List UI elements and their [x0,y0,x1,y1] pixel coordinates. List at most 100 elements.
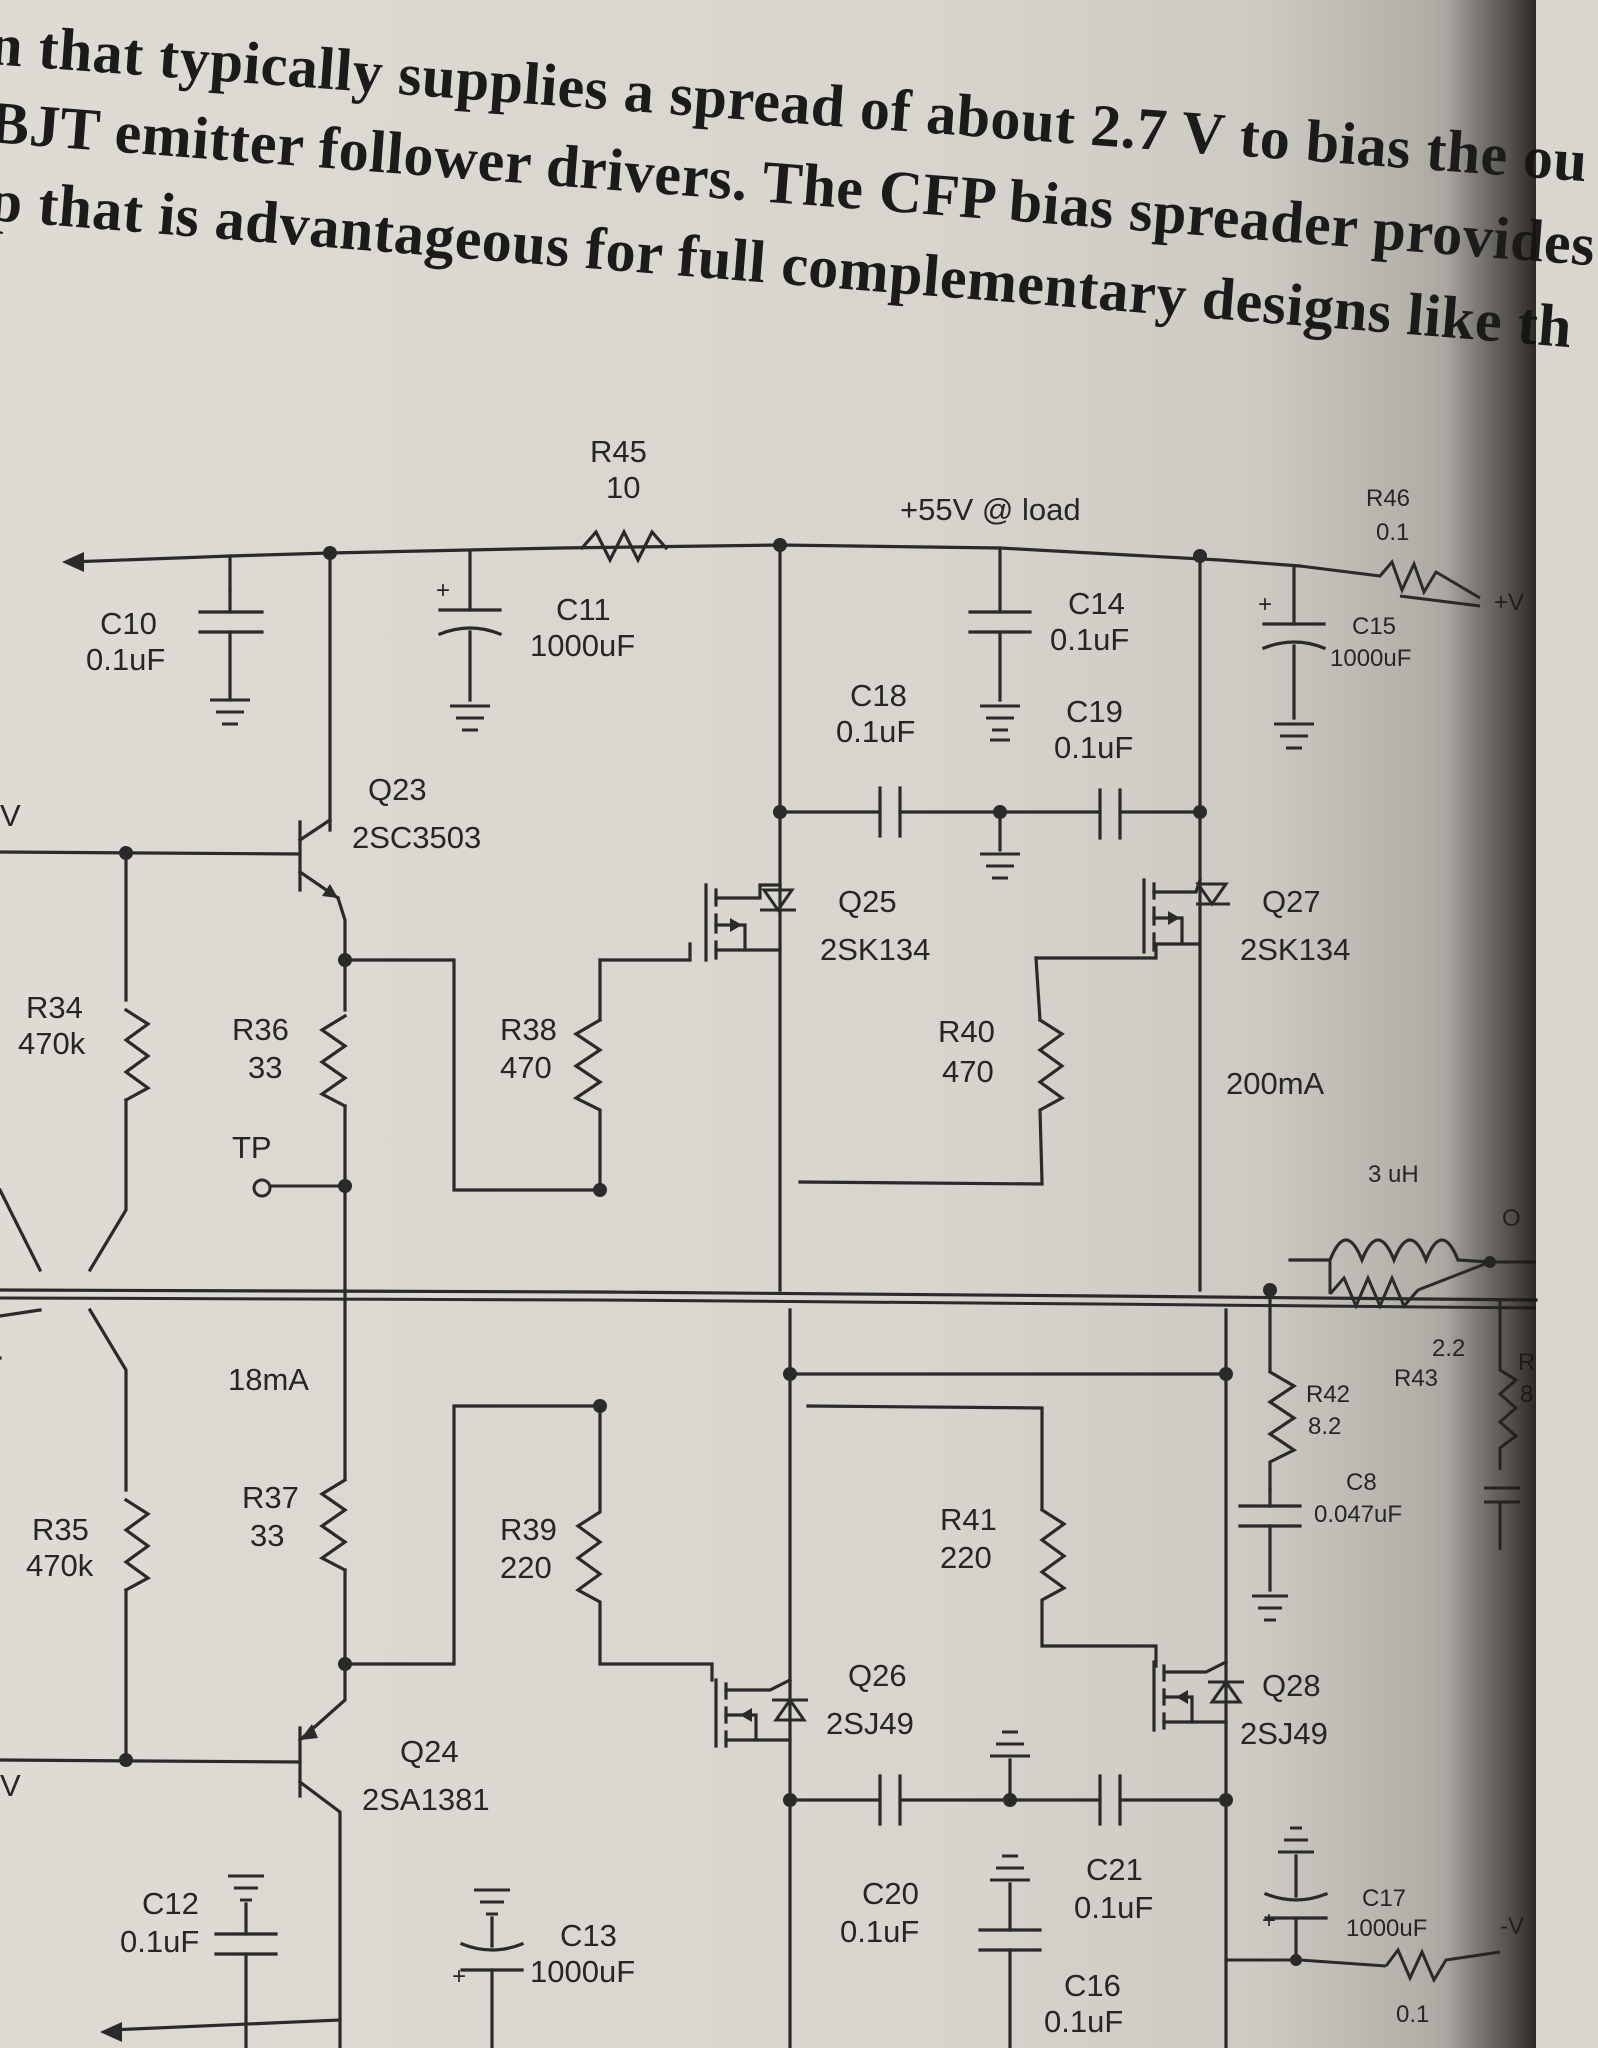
c14-name: C14 [1068,586,1125,621]
c20-name: C20 [862,1876,919,1911]
r38-value: 470 [500,1050,552,1085]
c18-capacitor [878,786,902,838]
ground-icon [474,1888,510,1916]
zobel-r-value: 8 [1520,1381,1533,1408]
ground-icon [228,1874,264,1902]
left-node-label-top: V [0,798,21,833]
c18-name: C18 [850,678,907,713]
c16-name: C16 [1064,1968,1121,2003]
q23-transistor-icon [297,817,347,962]
c13-value: 1000uF [530,1954,635,1989]
q25-mosfet-icon [704,883,796,962]
zobel-r-name: R [1518,1349,1535,1376]
test-point-icon [252,1178,272,1198]
c15-plus-sign: + [1258,591,1272,618]
r38-name: R38 [500,1012,557,1047]
c17-value: 1000uF [1346,1915,1427,1942]
q27-name: Q27 [1262,884,1321,919]
supply-label: +55V @ load [900,492,1081,527]
c11-plus-sign: + [436,577,450,604]
r41-top-line [806,1404,1044,1510]
c8-value: 0.047uF [1314,1501,1402,1528]
r40-bottom-line [798,1180,1044,1186]
c11-name: C11 [556,592,611,627]
r36-resistor [318,1013,348,1109]
c17-plus-sign: + [1262,1907,1276,1934]
q23-part: 2SC3503 [352,820,481,855]
r39-name: R39 [500,1512,557,1547]
c15-name: C15 [1352,613,1396,640]
left-crossover-lead [0,1187,43,1273]
r40-name: R40 [938,1014,995,1049]
rail-right-bottom-label: -V [1500,1913,1524,1940]
r45-value: 10 [606,470,640,505]
rail-right-label: +V [1494,589,1524,616]
q28-part: 2SJ49 [1240,1716,1328,1751]
r45-name: R45 [590,434,647,469]
q24-transistor-icon [297,1662,347,2048]
c16-value: 0.1uF [1044,2004,1123,2039]
ground-bus [0,1288,1538,1310]
c20-value: 0.1uF [840,1914,919,1949]
c12-value: 0.1uF [120,1924,199,1959]
c15-value: 1000uF [1330,645,1411,672]
r46-name: R46 [1366,485,1410,512]
amplifier-output-stage-schematic: C10 0.1uF + C11 1000uF R45 10 Q23 2SC350… [0,434,1538,2048]
q27-gate-lead [1034,942,1158,960]
c8-capacitor [1238,1488,1302,1622]
zobel-resistor-right [1484,1300,1520,1550]
r43-value: 2.2 [1432,1335,1465,1362]
c14-capacitor [968,546,1032,732]
c15-capacitor: + [1258,564,1327,750]
r40-resistor [1037,1017,1065,1184]
r35-value: 470k [26,1548,94,1583]
q26-name: Q26 [848,1658,907,1693]
r35-resistor [123,1497,151,1593]
r46-resistor [1299,559,1481,600]
r47-value: 0.1 [1396,2001,1429,2028]
c12-capacitor [214,1874,278,2048]
c13-plus-sign: + [452,1963,466,1990]
c19-capacitor [1098,788,1122,840]
r37-name: R37 [242,1480,299,1515]
c11-value: 1000uF [530,628,635,663]
c10-capacitor [198,588,264,726]
r46-value: 0.1 [1376,519,1409,546]
negative-supply-rail [108,2018,342,2032]
c20-capacitor [878,1774,902,1826]
c21-name: C21 [1086,1852,1143,1887]
inductor-value: 3 uH [1368,1161,1419,1188]
c12-name: C12 [142,1886,199,1921]
q28-mosfet-icon [1152,1659,1244,1732]
ground-icon [450,704,490,732]
q26-part: 2SJ49 [826,1706,914,1741]
c19-value: 0.1uF [1054,730,1133,765]
c14-value: 0.1uF [1050,622,1129,657]
r34-crossover-lead [87,1098,128,1273]
ground-icon [980,704,1020,732]
q27-part: 2SK134 [1240,932,1350,967]
rail-arrow-left-icon [100,2022,122,2042]
r38-resistor [572,958,603,1192]
ground-icon [990,1730,1030,1758]
r41-name: R41 [940,1502,997,1537]
r35-name: R35 [32,1512,89,1547]
ground-icon [990,1854,1030,1882]
r40-top-lead [1034,956,1042,1022]
c21-value: 0.1uF [1074,1890,1153,1925]
q23-name: Q23 [368,772,427,807]
output-label: O [1502,1205,1521,1232]
q27-mosfet-icon [1142,877,1230,954]
c8-name: C8 [1346,1469,1377,1496]
c17-capacitor: + [1262,1826,1329,1962]
r36-name: R36 [232,1012,289,1047]
q28-name: Q28 [1262,1668,1321,1703]
test-point-label: TP [232,1130,272,1165]
r45-resistor [579,528,669,564]
r40-value: 470 [942,1054,994,1089]
q26-mosfet-icon [714,1677,808,1748]
c10-name: C10 [100,606,157,641]
r41-value: 220 [940,1540,992,1575]
r34-resistor [123,1007,151,1103]
